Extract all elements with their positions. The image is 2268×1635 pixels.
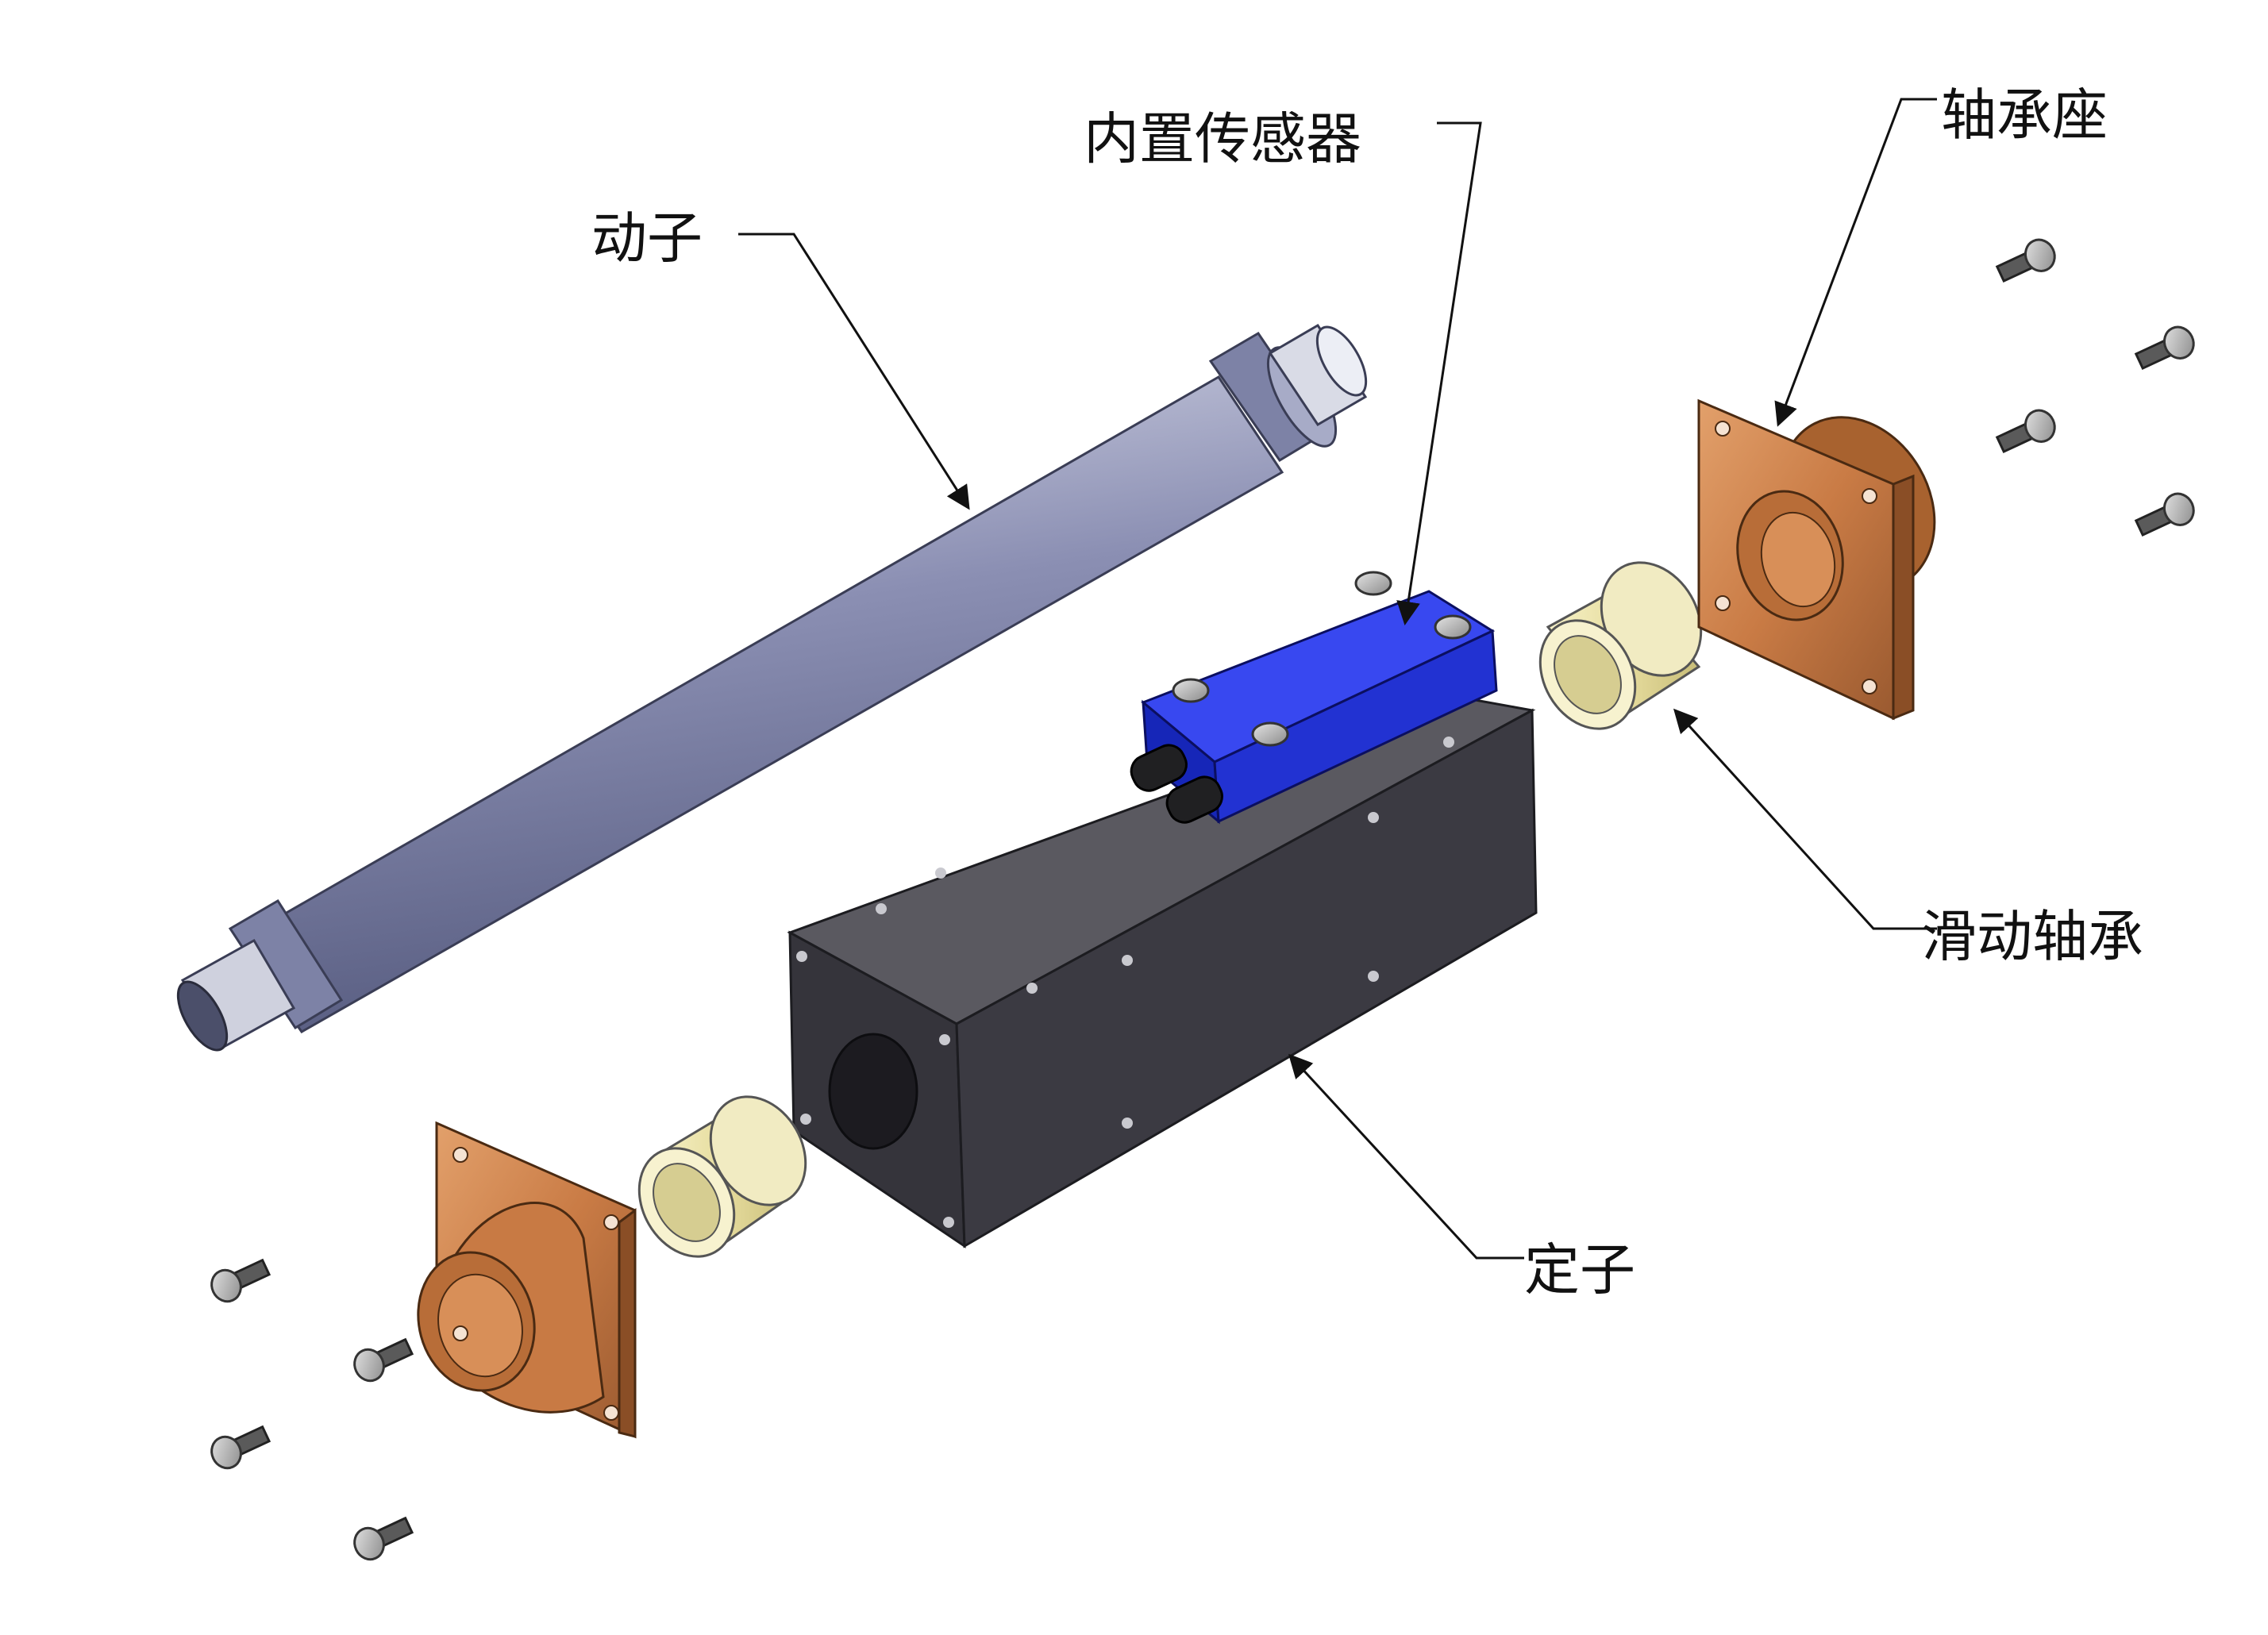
screw-icon	[210, 1425, 271, 1470]
leader-sliding-bearing	[1673, 708, 1937, 930]
screw-icon	[210, 1258, 271, 1303]
leader-sensor	[1396, 121, 1482, 625]
leader-rotor	[738, 233, 970, 510]
bearing-seat-right	[1697, 398, 1936, 721]
screw-icon	[353, 1516, 414, 1561]
screw-icon	[2134, 325, 2195, 371]
leader-stator	[1288, 1053, 1524, 1260]
socket-head-screws	[210, 238, 2195, 1561]
leader-bearing-seat	[1774, 98, 1937, 427]
rotor-rod	[176, 323, 1368, 1052]
screw-icon	[1995, 409, 2056, 454]
label-rotor: 动子	[591, 206, 703, 271]
stator-block	[787, 693, 1538, 1248]
screw-icon	[353, 1337, 414, 1383]
sliding-bearing-left	[637, 1095, 807, 1258]
label-sensor: 内置传感器	[1084, 106, 1361, 171]
label-stator: 定子	[1524, 1237, 1635, 1302]
screw-icon	[1995, 238, 2056, 283]
sliding-bearing-right	[1538, 561, 1703, 730]
built-in-sensor	[1130, 571, 1498, 825]
screw-icon	[2134, 492, 2195, 537]
label-sliding-bearing: 滑动轴承	[1921, 904, 2143, 969]
bearing-seat-left	[417, 1121, 637, 1439]
label-bearing-seat: 轴承座	[1941, 83, 2108, 148]
